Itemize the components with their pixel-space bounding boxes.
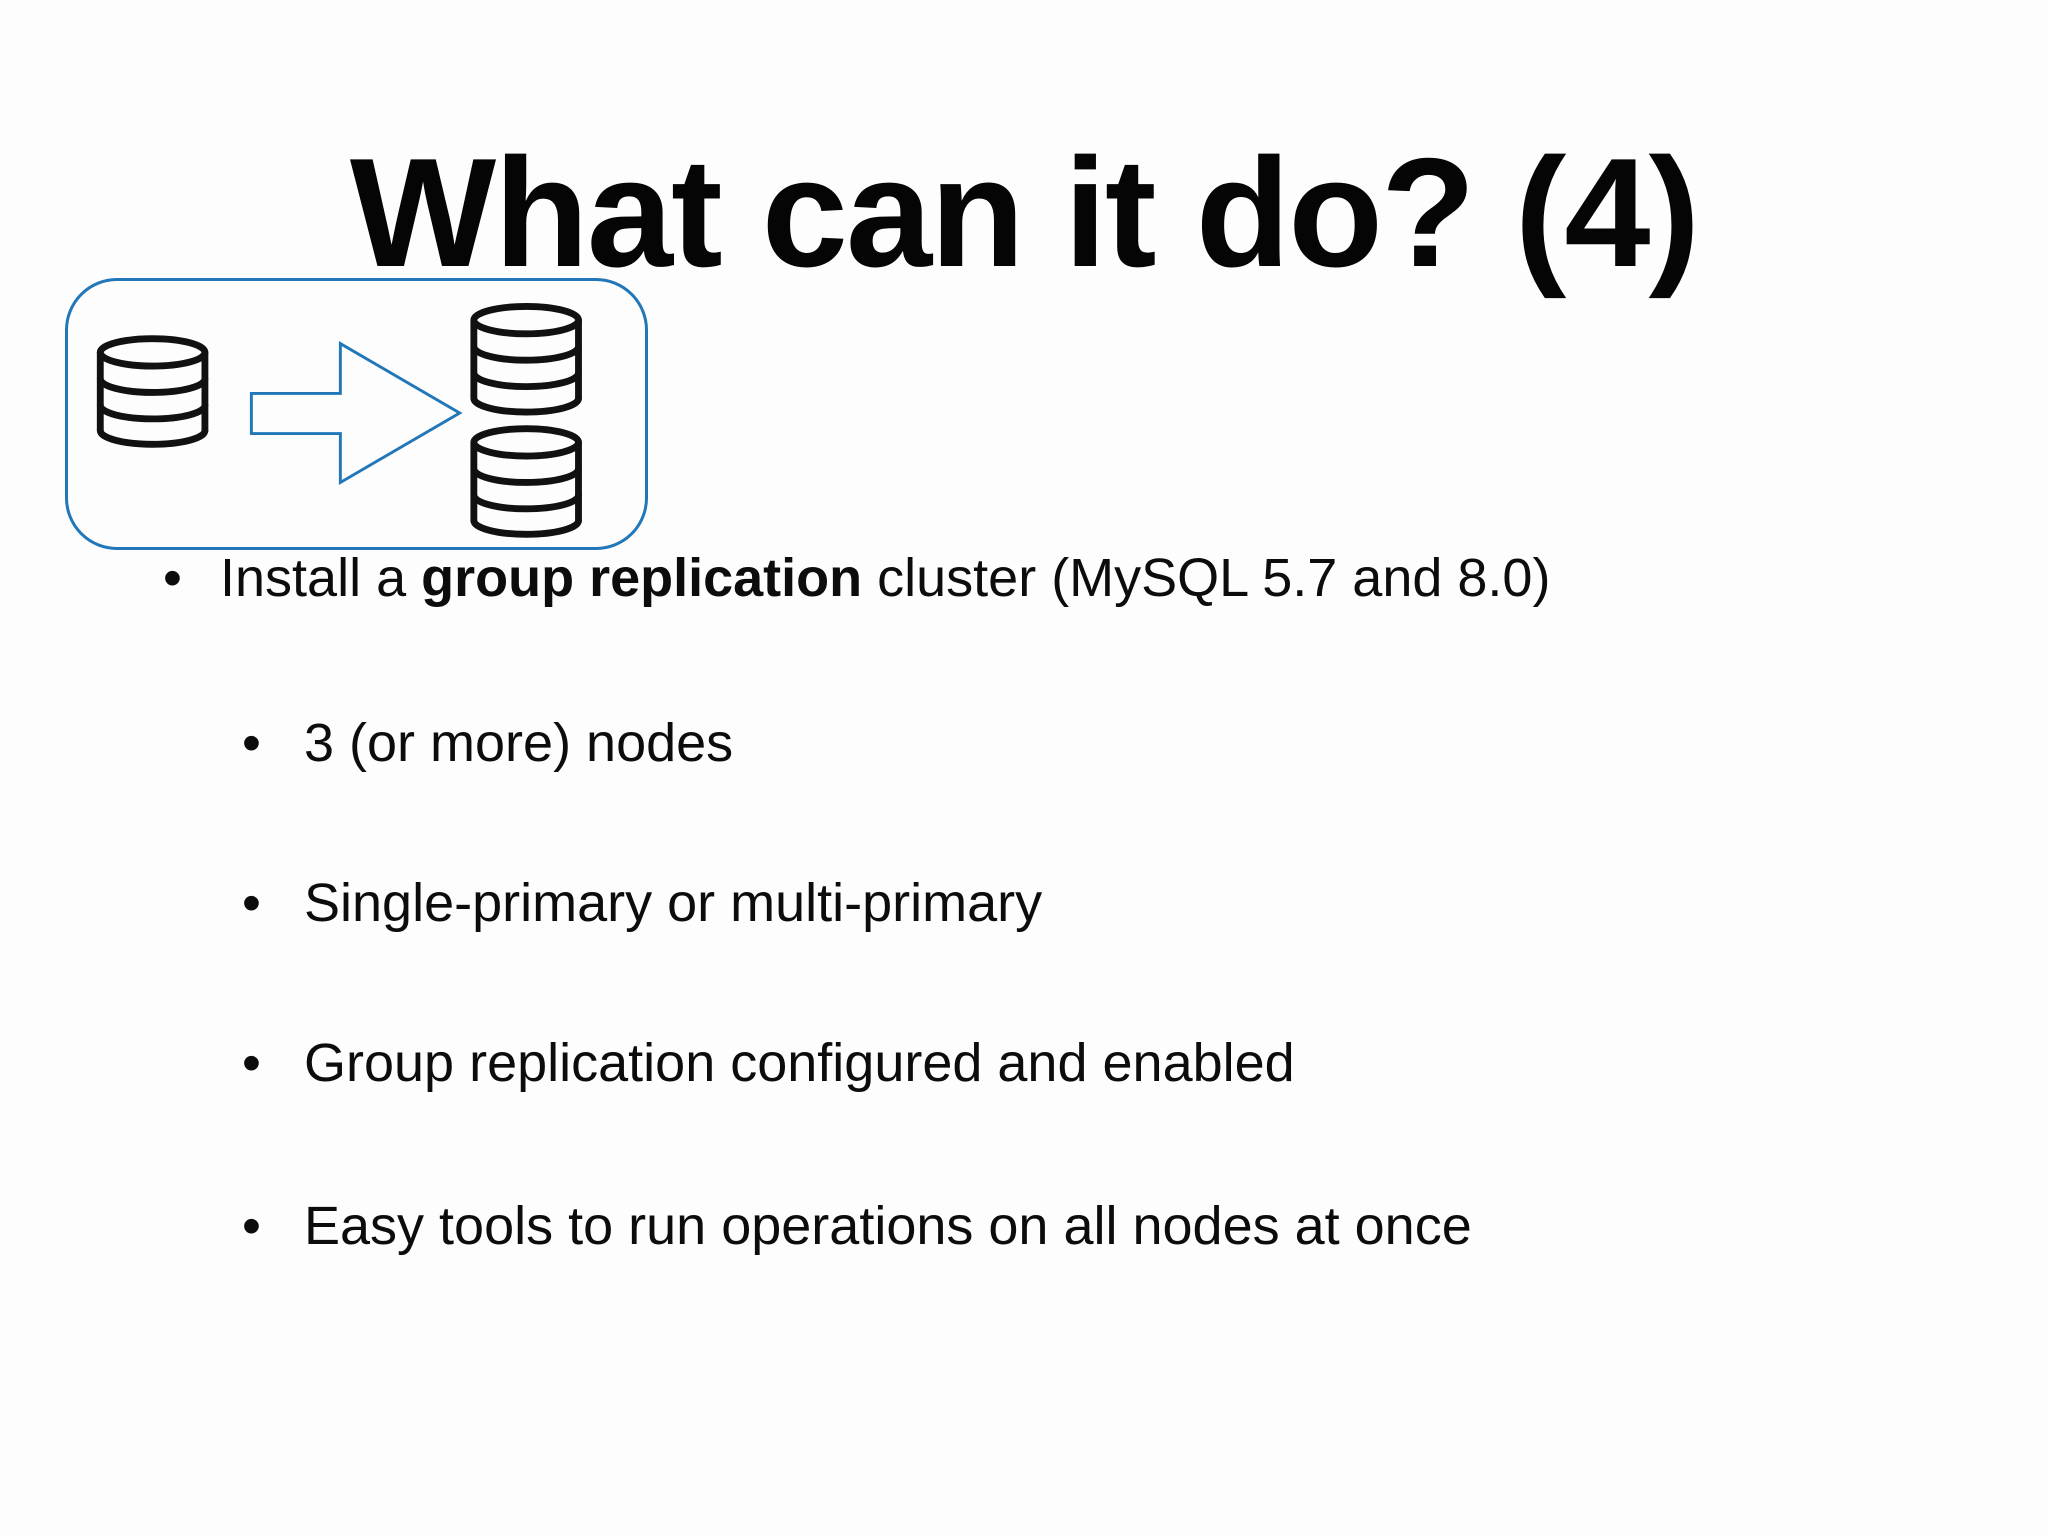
bullet-sub-1: • 3 (or more) nodes bbox=[242, 710, 733, 776]
bullet-main-segment: cluster (MySQL 5.7 and 8.0) bbox=[862, 548, 1551, 608]
bullet-main-segment: Install a bbox=[220, 548, 422, 608]
bullet-marker: • bbox=[242, 713, 261, 773]
bullet-sub-3-text: Group replication configured and enabled bbox=[304, 1033, 1295, 1093]
bullet-sub-3: • Group replication configured and enabl… bbox=[242, 1030, 1295, 1096]
database-icon bbox=[474, 429, 579, 535]
page-title: What can it do? (4) bbox=[349, 126, 1700, 299]
replication-diagram-canvas bbox=[68, 281, 645, 547]
bullet-marker: • bbox=[242, 873, 261, 933]
bullet-sub-2-text: Single-primary or multi-primary bbox=[304, 873, 1043, 933]
bullet-main-segment-bold: group replication bbox=[421, 548, 863, 608]
replication-diagram bbox=[65, 278, 648, 550]
bullet-marker: • bbox=[242, 1033, 261, 1093]
bullet-marker: • bbox=[242, 1196, 261, 1256]
bullet-sub-4: • Easy tools to run operations on all no… bbox=[242, 1193, 1472, 1259]
bullet-sub-1-text: 3 (or more) nodes bbox=[304, 713, 734, 773]
bullet-main-text: Install a group replication cluster (MyS… bbox=[220, 545, 1550, 611]
bullet-main: • Install a group replication cluster (M… bbox=[163, 545, 1550, 611]
database-icon bbox=[474, 306, 579, 412]
bullet-sub-2: • Single-primary or multi-primary bbox=[242, 870, 1042, 936]
arrow-right-icon bbox=[249, 341, 463, 486]
bullet-marker: • bbox=[163, 548, 182, 608]
database-icon bbox=[100, 339, 205, 445]
bullet-sub-4-text: Easy tools to run operations on all node… bbox=[304, 1196, 1472, 1256]
